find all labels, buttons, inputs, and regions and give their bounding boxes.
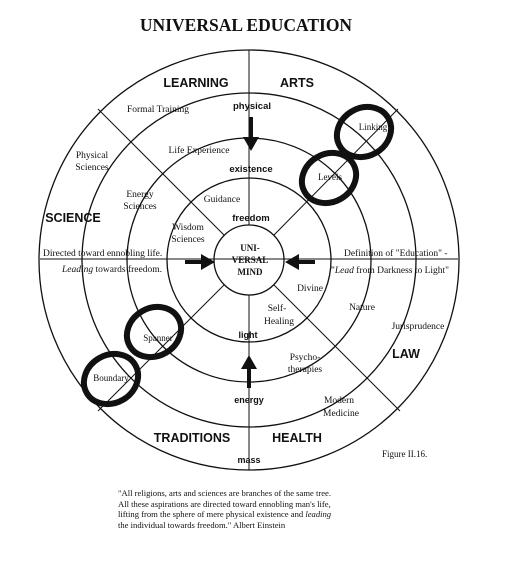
label-nature: Nature — [349, 303, 375, 313]
quote-line-1: "All religions, arts and sciences are br… — [118, 488, 332, 498]
label-jurisprudence: Jurisprudence — [392, 322, 445, 332]
axis-light: light — [239, 330, 258, 340]
label-formal-training: Formal Training — [127, 105, 189, 115]
right-band-rest: from Darkness to Light" — [354, 265, 449, 276]
label-physical-sciences-1: Physical — [76, 151, 109, 161]
quadrant-health: HEALTH — [272, 431, 322, 445]
quote-line-2: All these aspirations are directed towar… — [118, 498, 331, 509]
loop-label-boundary: Boundary — [93, 373, 129, 383]
quadrant-law: LAW — [392, 347, 420, 361]
einstein-quote: "All religions, arts and sciences are br… — [118, 488, 418, 530]
quote-line-3-italic: leading — [305, 509, 332, 520]
right-band-lead: Lead — [334, 266, 354, 276]
axis-energy: energy — [234, 395, 264, 405]
infinity-loop-top — [298, 103, 395, 207]
arrow-up-bottom — [241, 355, 257, 388]
divider-lower-right — [273, 284, 401, 412]
label-energy-sciences-2: Sciences — [123, 202, 157, 212]
divider-lower-left — [97, 284, 225, 412]
left-band-line-1: Directed toward ennobling life. — [43, 248, 162, 259]
quadrant-arts: ARTS — [280, 76, 314, 90]
label-wisdom-sciences-1: Wisdom — [172, 223, 204, 233]
label-guidance: Guidance — [204, 195, 240, 205]
loop-label-linking: Linking — [359, 122, 388, 132]
axis-freedom: freedom — [232, 213, 269, 224]
label-life-experience: Life Experience — [169, 145, 230, 156]
center-line-3: MIND — [238, 267, 263, 277]
right-band-line-2: "Lead from Darkness to Light" — [331, 265, 449, 276]
arrow-right-left — [185, 254, 215, 270]
axis-physical: physical — [233, 101, 271, 112]
right-band-open-quote: " — [331, 266, 335, 276]
arrow-down-top — [243, 117, 259, 151]
label-modern-medicine-1: Modern — [324, 396, 354, 406]
loop-label-spanner: Spanner — [143, 333, 173, 343]
diagram-title: UNIVERSAL EDUCATION — [140, 15, 353, 35]
label-divine: Divine — [297, 284, 323, 294]
label-self-healing-2: Healing — [264, 317, 294, 327]
label-energy-sciences-1: Energy — [126, 190, 154, 200]
divider-upper-right — [273, 108, 399, 236]
quote-line-3: lifting from the sphere of mere physical… — [118, 509, 418, 520]
label-psychotherapies-2: therapies — [288, 365, 323, 375]
quadrant-science: SCIENCE — [45, 211, 101, 225]
left-band-rest: towards freedom. — [93, 264, 162, 275]
label-physical-sciences-2: Sciences — [75, 163, 109, 173]
divider-upper-left — [97, 108, 225, 236]
left-band-leading: Leading — [61, 265, 93, 275]
label-wisdom-sciences-2: Sciences — [171, 235, 205, 245]
label-self-healing-1: Self- — [268, 303, 286, 314]
center-line-2: VERSAL — [232, 255, 269, 265]
quadrant-traditions: TRADITIONS — [154, 431, 230, 445]
center-line-1: UNI- — [240, 243, 260, 253]
quote-line-4: the individual towards freedom." Albert … — [118, 519, 286, 530]
loop-label-levels: Levels — [318, 172, 342, 182]
label-psychotherapies-1: Psycho- — [290, 353, 321, 363]
quadrant-learning: LEARNING — [163, 76, 228, 90]
axis-mass: mass — [237, 455, 260, 465]
quote-line-3-text: lifting from the sphere of mere physical… — [118, 509, 306, 520]
axis-existence: existence — [229, 164, 272, 175]
left-band-line-2: Leading towards freedom. — [61, 264, 162, 275]
label-modern-medicine-2: Medicine — [323, 409, 359, 419]
arrow-left-right — [285, 254, 315, 270]
figure-label: Figure II.16. — [382, 449, 427, 459]
right-band-line-1: Definition of "Education" - — [344, 248, 448, 259]
infinity-loop-bottom — [80, 303, 185, 408]
